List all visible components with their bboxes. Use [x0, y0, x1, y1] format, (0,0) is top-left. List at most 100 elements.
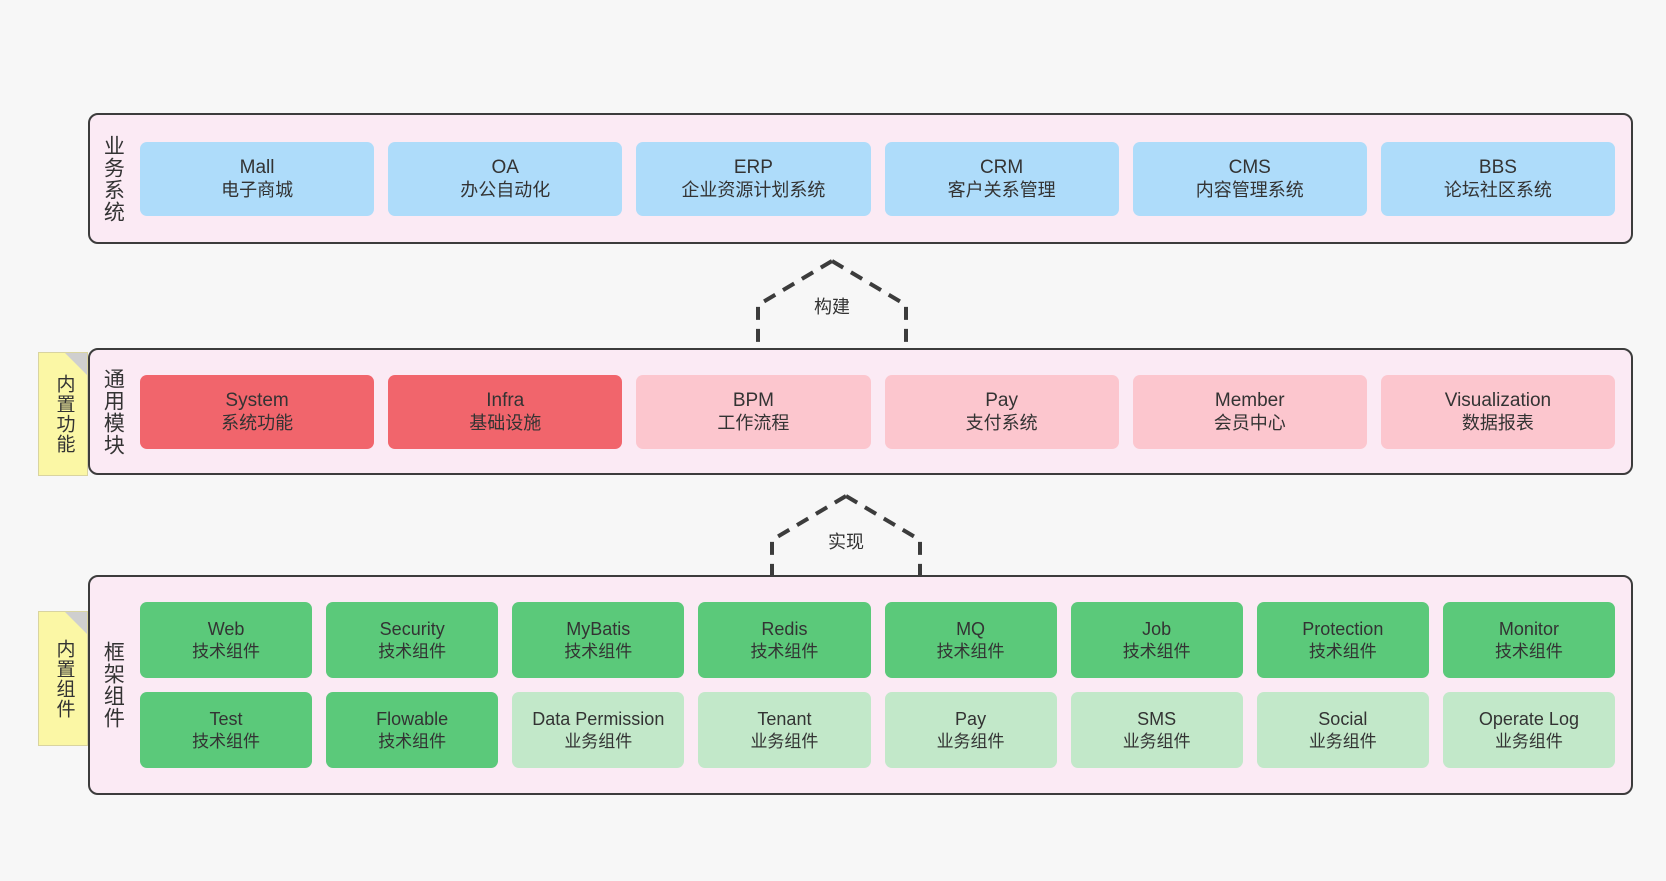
card-erp[interactable]: ERP 企业资源计划系统 [636, 141, 871, 216]
card-operate-log-en: Operate Log [1478, 709, 1579, 730]
layer-framework-components: 框架组件 Web 技术组件 Security 技术组件 MyBatis 技术组件… [88, 575, 1633, 795]
card-data-permission-cn: 业务组件 [564, 731, 633, 751]
card-test-cn: 技术组件 [192, 731, 261, 751]
card-social-cn: 业务组件 [1308, 731, 1377, 751]
card-member-en: Member [1214, 389, 1285, 411]
card-mybatis[interactable]: MyBatis 技术组件 [512, 602, 685, 678]
connector-build-label: 构建 [811, 293, 853, 319]
connector-implement: 实现 [766, 490, 926, 580]
card-protection-cn: 技术组件 [1308, 641, 1377, 661]
card-system-cn: 系统功能 [221, 413, 294, 434]
sticky-note-builtin-component: 内置组件 [38, 611, 88, 746]
card-oa[interactable]: OA 办公自动化 [388, 141, 623, 216]
card-social[interactable]: Social 业务组件 [1256, 692, 1429, 768]
card-erp-cn: 企业资源计划系统 [681, 180, 826, 201]
card-test[interactable]: Test 技术组件 [140, 692, 313, 768]
card-oa-cn: 办公自动化 [460, 180, 551, 201]
card-pay-component-en: Pay [955, 709, 987, 730]
card-operate-log[interactable]: Operate Log 业务组件 [1442, 692, 1615, 768]
card-web[interactable]: Web 技术组件 [140, 602, 313, 678]
card-tenant-en: Tenant [757, 709, 812, 730]
card-operate-log-cn: 业务组件 [1494, 731, 1563, 751]
layer-common-modules-title: 通用模块 [101, 367, 125, 456]
card-sms[interactable]: SMS 业务组件 [1070, 692, 1243, 768]
card-monitor[interactable]: Monitor 技术组件 [1442, 602, 1615, 678]
sticky-note-builtin-function: 内置功能 [38, 352, 88, 476]
card-flowable-cn: 技术组件 [378, 731, 447, 751]
card-security[interactable]: Security 技术组件 [326, 602, 499, 678]
card-mall-cn: 电子商城 [221, 180, 294, 201]
card-infra-en: Infra [486, 389, 525, 411]
connector-implement-label: 实现 [825, 528, 867, 554]
card-tenant-cn: 业务组件 [750, 731, 819, 751]
framework-components-card-grid: Web 技术组件 Security 技术组件 MyBatis 技术组件 Redi… [134, 577, 1631, 793]
card-tenant[interactable]: Tenant 业务组件 [698, 692, 871, 768]
card-bpm-en: BPM [732, 389, 774, 411]
card-erp-en: ERP [733, 156, 773, 178]
card-mall-en: Mall [239, 156, 275, 178]
card-bpm[interactable]: BPM 工作流程 [636, 374, 871, 449]
connector-build-arrow-icon [756, 259, 908, 343]
card-security-cn: 技术组件 [378, 641, 447, 661]
card-data-permission[interactable]: Data Permission 业务组件 [512, 692, 685, 768]
card-mybatis-en: MyBatis [566, 619, 631, 640]
card-monitor-cn: 技术组件 [1494, 641, 1563, 661]
business-systems-card-grid: Mall 电子商城 OA 办公自动化 ERP 企业资源计划系统 CRM 客户关系… [134, 115, 1631, 242]
card-system[interactable]: System 系统功能 [140, 374, 375, 449]
sticky-note-builtin-function-label: 内置功能 [53, 374, 75, 454]
card-mall[interactable]: Mall 电子商城 [140, 141, 375, 216]
card-pay-module-en: Pay [985, 389, 1018, 411]
card-system-en: System [225, 389, 289, 411]
card-job-en: Job [1142, 619, 1172, 640]
card-mq-en: MQ [956, 619, 986, 640]
card-member-cn: 会员中心 [1213, 413, 1286, 434]
card-redis-cn: 技术组件 [750, 641, 819, 661]
card-job-cn: 技术组件 [1122, 641, 1191, 661]
card-security-en: Security [379, 619, 445, 640]
card-sms-cn: 业务组件 [1122, 731, 1191, 751]
sticky-fold-corner-icon [65, 353, 87, 375]
card-flowable[interactable]: Flowable 技术组件 [326, 692, 499, 768]
card-web-en: Web [207, 619, 245, 640]
card-monitor-en: Monitor [1498, 619, 1559, 640]
card-bbs-en: BBS [1478, 156, 1517, 178]
card-visualization[interactable]: Visualization 数据报表 [1380, 374, 1615, 449]
card-visualization-en: Visualization [1444, 389, 1552, 411]
card-crm-en: CRM [979, 156, 1024, 178]
card-redis[interactable]: Redis 技术组件 [698, 602, 871, 678]
card-cms[interactable]: CMS 内容管理系统 [1132, 141, 1367, 216]
card-bbs[interactable]: BBS 论坛社区系统 [1380, 141, 1615, 216]
layer-common-modules: 通用模块 System 系统功能 Infra 基础设施 BPM 工作流程 Pay… [88, 348, 1633, 475]
sticky-fold-corner-icon [65, 612, 87, 634]
card-pay-module-cn: 支付系统 [965, 413, 1038, 434]
card-data-permission-en: Data Permission [532, 709, 665, 730]
card-protection[interactable]: Protection 技术组件 [1256, 602, 1429, 678]
card-cms-en: CMS [1228, 156, 1271, 178]
card-infra[interactable]: Infra 基础设施 [388, 374, 623, 449]
card-crm[interactable]: CRM 客户关系管理 [884, 141, 1119, 216]
card-job[interactable]: Job 技术组件 [1070, 602, 1243, 678]
layer-business-systems: 业务系统 Mall 电子商城 OA 办公自动化 ERP 企业资源计划系统 CRM… [88, 113, 1633, 244]
card-bpm-cn: 工作流程 [717, 413, 790, 434]
card-mq[interactable]: MQ 技术组件 [884, 602, 1057, 678]
card-protection-en: Protection [1302, 619, 1384, 640]
layer-business-systems-title: 业务系统 [101, 134, 125, 223]
card-pay-component[interactable]: Pay 业务组件 [884, 692, 1057, 768]
connector-implement-arrow-icon [770, 494, 922, 578]
card-visualization-cn: 数据报表 [1461, 413, 1534, 434]
card-bbs-cn: 论坛社区系统 [1443, 180, 1552, 201]
card-member[interactable]: Member 会员中心 [1132, 374, 1367, 449]
card-infra-cn: 基础设施 [469, 413, 542, 434]
card-mq-cn: 技术组件 [936, 641, 1005, 661]
card-flowable-en: Flowable [376, 709, 449, 730]
card-oa-en: OA [491, 156, 519, 178]
layer-framework-components-title: 框架组件 [101, 641, 125, 729]
card-sms-en: SMS [1137, 709, 1177, 730]
card-redis-en: Redis [761, 619, 808, 640]
card-social-en: Social [1318, 709, 1368, 730]
card-pay-module[interactable]: Pay 支付系统 [884, 374, 1119, 449]
connector-build: 构建 [752, 255, 912, 345]
sticky-note-builtin-component-label: 内置组件 [53, 638, 75, 719]
card-pay-component-cn: 业务组件 [936, 731, 1005, 751]
